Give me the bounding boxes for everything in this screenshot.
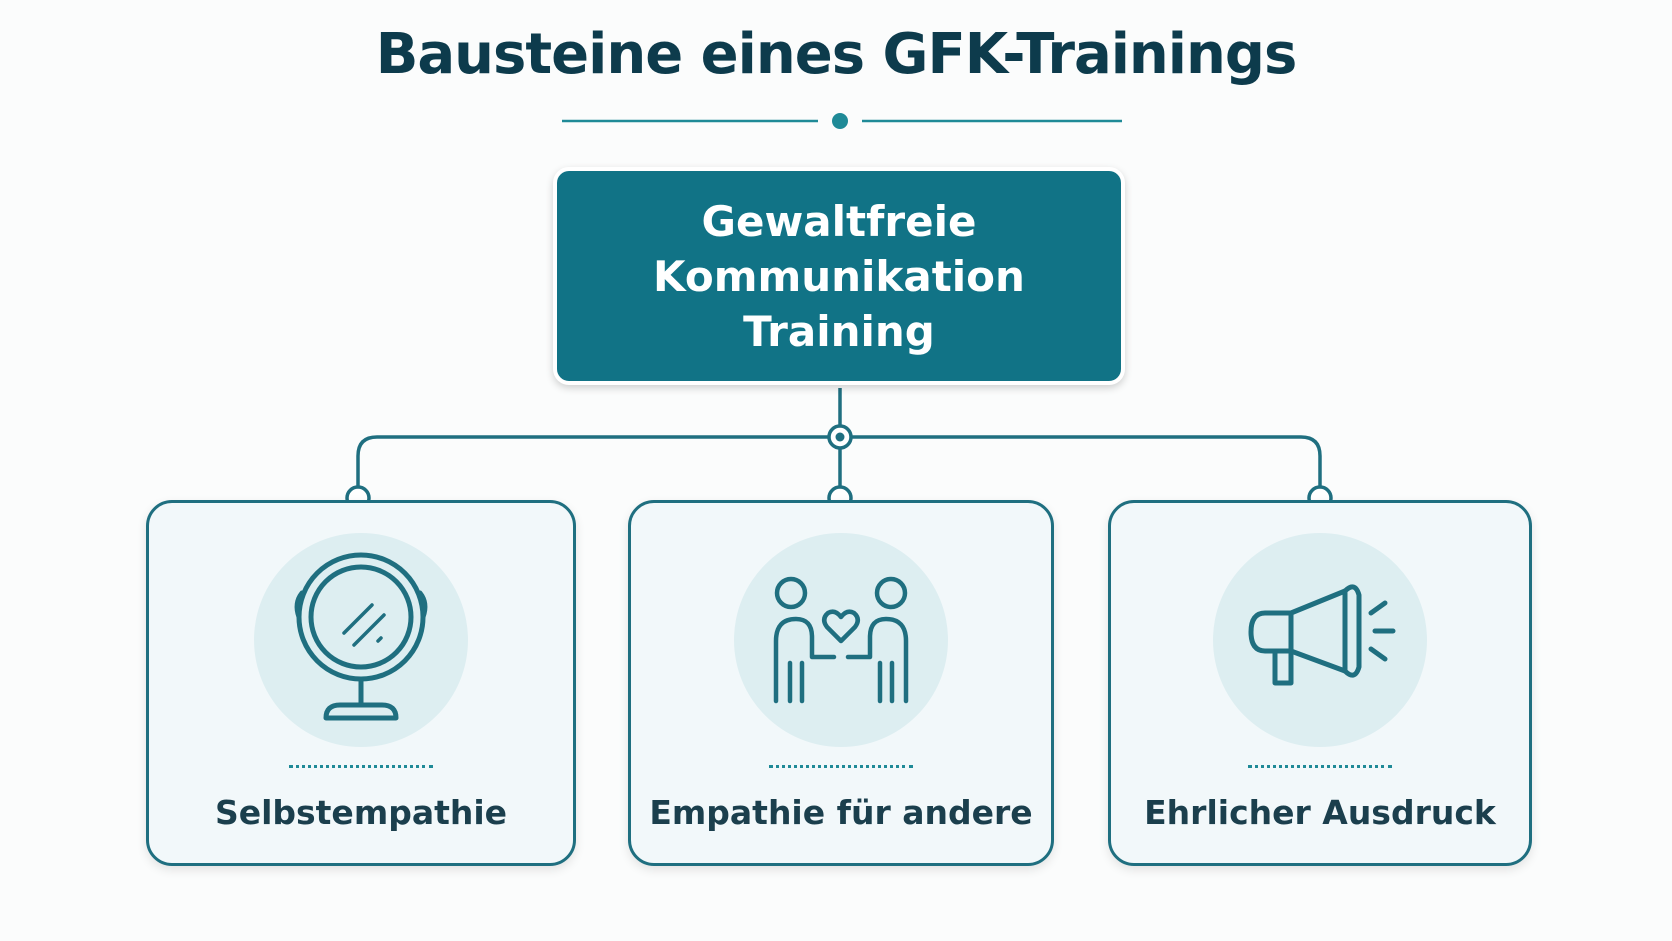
mirror-icon [294, 552, 428, 721]
branch-label: Selbstempathie [214, 793, 508, 832]
branch-label: Empathie für andere [649, 793, 1033, 832]
branch-label: Ehrlicher Ausdruck [1144, 793, 1496, 832]
icon-badge [734, 533, 948, 747]
dotted-divider [769, 765, 913, 768]
root-node: Gewaltfreie Kommunikation Training [553, 167, 1125, 385]
icon-badge [1213, 533, 1427, 747]
icon-badge [254, 533, 468, 747]
root-label: Gewaltfreie Kommunikation Training [653, 196, 1025, 356]
branch-card-selbstempathie: Selbstempathie [146, 500, 576, 866]
dotted-divider [289, 765, 433, 768]
title-divider [562, 113, 1122, 129]
two-people-heart-icon [773, 576, 909, 704]
megaphone-icon [1248, 584, 1396, 686]
dotted-divider [1248, 765, 1392, 768]
branch-card-empathie: Empathie für andere [628, 500, 1054, 866]
branch-card-ausdruck: Ehrlicher Ausdruck [1108, 500, 1532, 866]
diagram-title: Bausteine eines GFK-Trainings [375, 22, 1298, 87]
